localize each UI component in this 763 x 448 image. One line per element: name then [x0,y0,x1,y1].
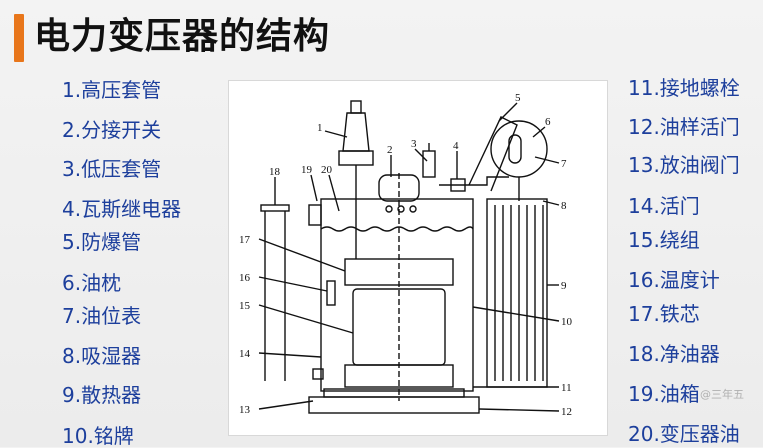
legend-item: 15.绕组 [628,228,700,252]
legend-item: 13.放油阀门 [628,153,740,177]
leader-line [498,102,518,122]
tank-body [320,198,474,392]
thermometer [326,280,336,306]
diagram-label: 5 [515,92,521,104]
legend-item: 18.净油器 [628,342,720,366]
diagram-label: 14 [239,348,251,360]
legend-item: 20.变压器油 [628,422,740,446]
purifier-top [260,204,290,212]
title-accent-bar [14,14,24,62]
leader-line [472,306,560,322]
diagram-label: 11 [561,382,572,394]
legend-item: 19.油箱 [628,382,700,406]
legend-item: 12.油样活门 [628,115,740,139]
legend-item: 3.低压套管 [62,157,162,181]
legend-item: 8.吸湿器 [62,344,142,368]
legend-item: 2.分接开关 [62,118,162,142]
leader-line [478,408,560,412]
leader-line [310,174,318,202]
diagram-label: 18 [269,166,281,178]
diagram-label: 13 [239,404,251,416]
radiator [486,198,548,388]
leader-line [258,238,346,272]
tap-bolt [409,205,417,213]
diagram-label: 17 [239,234,251,246]
legend-item: 14.活门 [628,194,700,218]
diagram-label: 7 [561,158,567,170]
legend-item: 16.温度计 [628,268,720,292]
diagram-label: 4 [453,140,459,152]
legend-item: 9.散热器 [62,383,142,407]
drain-valve [312,368,324,380]
gas-relay-pipe [439,176,509,186]
leader-line [328,174,340,212]
hv-bushing-flange [338,150,374,166]
legend-item: 1.高压套管 [62,78,162,102]
watermark: @三年五 [700,388,744,401]
diagram-label: 9 [561,280,567,292]
legend-item: 5.防爆管 [62,230,142,254]
leader-line [258,304,354,334]
diagram-label: 3 [411,138,417,150]
base-plate [323,388,465,398]
leader-line [414,148,428,162]
gas-relay [450,178,466,192]
leader-line [324,130,348,138]
legend-item: 17.铁芯 [628,302,700,326]
diagram-label: 19 [301,164,313,176]
oil-gauge [508,134,522,164]
leader-line [534,156,560,164]
leader-line [258,276,328,292]
diagram-label: 6 [545,116,551,128]
leader-line [542,200,560,206]
leader-line [532,126,546,138]
hv-bushing-cap [350,100,362,114]
diagram-label: 8 [561,200,567,212]
page-title: 电力变压器的结构 [34,16,331,57]
diagram-label: 1 [317,122,323,134]
base-frame [308,396,480,414]
conservator [490,120,548,178]
diagram-label: 2 [387,144,393,156]
hv-bushing [342,112,370,152]
legend-item: 4.瓦斯继电器 [62,197,182,221]
legend-item: 10.铭牌 [62,424,134,448]
oil-level-line [320,226,474,232]
diagram-label: 10 [561,316,573,328]
explosion-vent [468,116,518,192]
diagram-label: 15 [239,300,251,312]
tap-changer [378,174,420,202]
leader-line [258,352,322,358]
legend-item: 7.油位表 [62,304,142,328]
legend-item: 6.油枕 [62,271,122,295]
transformer-drawing: 1 2 3 4 5 6 7 8 9 10 11 12 13 14 15 16 1… [239,92,573,418]
valve [308,204,322,226]
leader-line [258,400,314,410]
legend-item: 11.接地螺栓 [628,76,740,100]
diagram-label: 16 [239,272,251,284]
diagram-label: 20 [321,164,333,176]
lv-bushing [422,150,436,178]
transformer-diagram: 1 2 3 4 5 6 7 8 9 10 11 12 13 14 15 16 1… [228,80,608,436]
tap-bolt [397,205,405,213]
tap-bolt [385,205,393,213]
diagram-label: 12 [561,406,572,418]
